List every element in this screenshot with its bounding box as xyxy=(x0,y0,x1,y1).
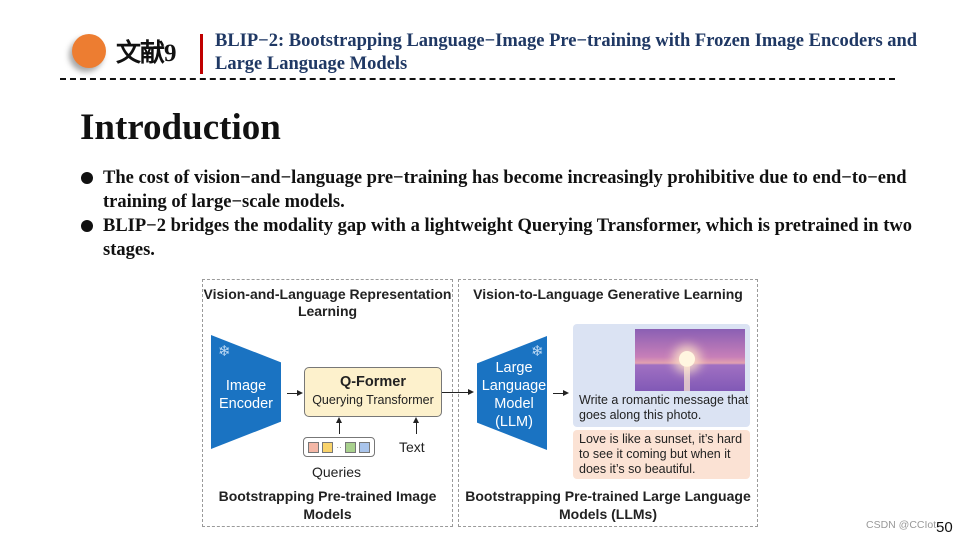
query-token xyxy=(358,441,370,453)
ellipsis: ·· xyxy=(336,442,342,452)
arrow-up-icon xyxy=(412,417,419,434)
bullet-item: The cost of vision−and−language pre−trai… xyxy=(80,166,950,214)
sun xyxy=(679,351,695,367)
bullet-list: The cost of vision−and−language pre−trai… xyxy=(80,166,950,262)
text-input-label: Text xyxy=(399,439,425,455)
prompt-box: Write a romantic message that goes along… xyxy=(573,324,750,427)
sun-reflection xyxy=(684,366,690,391)
image-encoder-label: Image Encoder xyxy=(218,378,273,412)
page-number: 50 xyxy=(936,519,953,536)
response-box: Love is like a sunset, it’s hard to see … xyxy=(573,430,750,479)
arrow-icon xyxy=(287,389,303,396)
bullet-icon xyxy=(81,220,93,232)
panel-footer: Bootstrapping Pre-trained Large Language… xyxy=(465,488,751,522)
qformer-title: Q-Former xyxy=(339,374,407,390)
query-token xyxy=(308,441,320,453)
response-text: Love is like a sunset, it’s hard to see … xyxy=(579,432,743,476)
header-dashed-rule xyxy=(60,78,895,80)
arrow-up-icon xyxy=(335,417,342,434)
watermark: CSDN @CCIot xyxy=(866,519,937,531)
bullet-item: BLIP−2 bridges the modality gap with a l… xyxy=(80,214,950,262)
query-token xyxy=(344,441,356,453)
arrow-icon xyxy=(553,389,569,396)
orange-circle-icon xyxy=(72,34,106,68)
queries-label: Queries xyxy=(312,464,362,480)
arrow-icon xyxy=(442,388,474,395)
panel-footer: Bootstrapping Pre-trained Image Models xyxy=(218,488,437,522)
llm-label: Large Language Model (LLM) xyxy=(481,360,547,430)
snowflake-frozen-icon: ❄ xyxy=(531,343,544,360)
generative-learning-panel: Vision-to-Language Generative Learning ❄… xyxy=(458,279,758,527)
reference-label: 文献9 xyxy=(116,40,177,67)
paper-title: BLIP−2: Bootstrapping Language−Image Pre… xyxy=(215,31,918,74)
qformer-block: Q-Former Querying Transformer xyxy=(304,367,442,417)
qformer-subtitle: Querying Transformer xyxy=(312,393,434,407)
bullet-icon xyxy=(81,172,93,184)
prompt-text: Write a romantic message that goes along… xyxy=(579,393,749,422)
page-title: Introduction xyxy=(80,107,281,148)
query-tokens: ·· xyxy=(303,437,375,457)
blip2-architecture-figure: Vision-and-Language Representation Learn… xyxy=(202,279,758,529)
sunset-image xyxy=(635,329,745,391)
panel-title: Vision-and-Language Representation Learn… xyxy=(203,286,452,319)
panel-title: Vision-to-Language Generative Learning xyxy=(473,286,743,302)
representation-learning-panel: Vision-and-Language Representation Learn… xyxy=(202,279,453,527)
title-divider xyxy=(200,34,203,74)
query-token xyxy=(322,441,334,453)
snowflake-frozen-icon: ❄ xyxy=(218,343,231,360)
